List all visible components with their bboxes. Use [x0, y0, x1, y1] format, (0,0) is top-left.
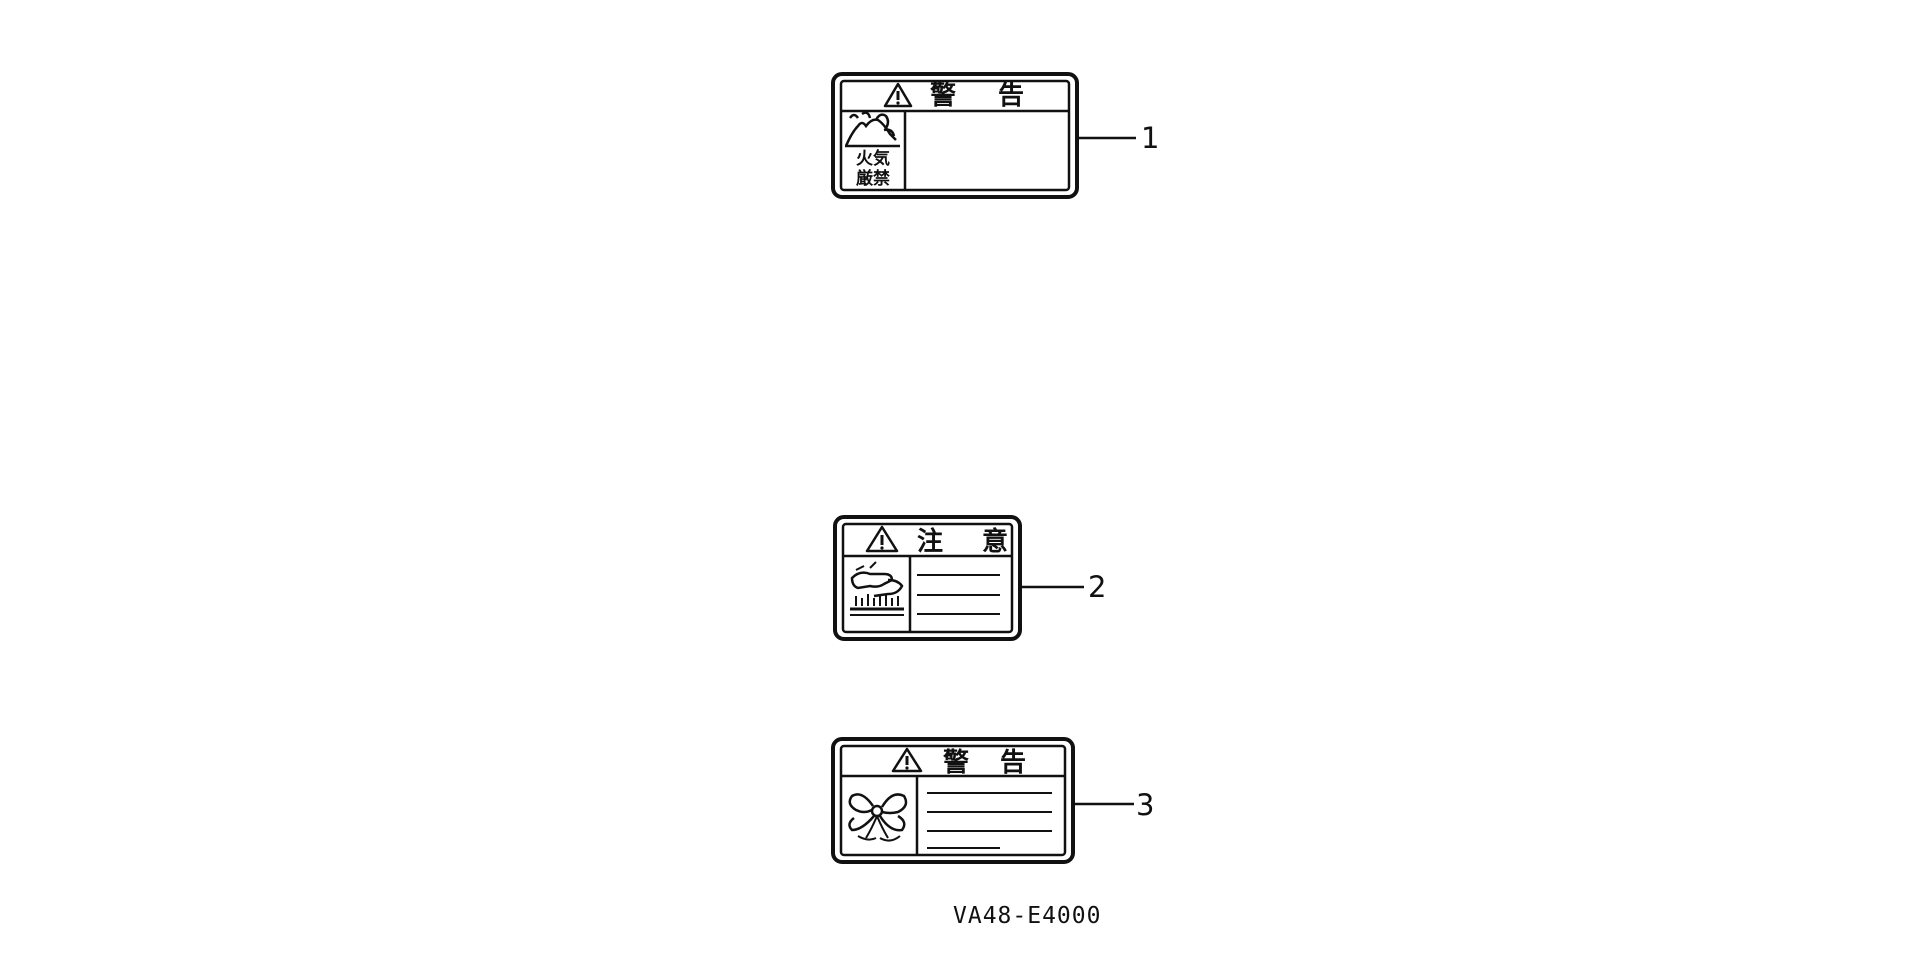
rotating-fan-icon — [848, 793, 908, 842]
label-1-icon-caption-line-1: 火気 — [856, 148, 890, 169]
callout-number-2[interactable]: 2 — [1088, 570, 1106, 604]
label-2-heading-char-1: 注 — [917, 526, 943, 557]
warning-triangle-icon — [891, 747, 923, 773]
callout-number-1[interactable]: 1 — [1141, 121, 1159, 155]
label-1-heading-char-1: 警 — [930, 80, 956, 111]
hot-surface-hand-icon — [850, 561, 904, 616]
warning-triangle-icon — [865, 525, 899, 553]
label-3-heading-char-1: 警 — [943, 747, 969, 778]
label-3-heading-char-2: 告 — [1000, 748, 1026, 778]
warning-label-1[interactable]: 警 告 火気 厳禁 1 — [831, 72, 1159, 199]
diagram-code: VA48-E4000 — [953, 903, 1101, 929]
caution-label-2[interactable]: 注 意 2 — [833, 515, 1106, 641]
label-1-heading-char-2: 告 — [998, 81, 1024, 111]
label-2-heading-char-2: 意 — [982, 526, 1008, 557]
warning-triangle-icon — [883, 82, 913, 108]
no-fire-icon — [844, 111, 900, 148]
label-3-text-lines — [927, 792, 1052, 849]
warning-label-3[interactable]: 警 告 3 — [831, 737, 1154, 864]
callout-number-3[interactable]: 3 — [1136, 788, 1154, 822]
label-2-text-lines — [917, 574, 1000, 615]
label-1-icon-caption-line-2: 厳禁 — [856, 168, 890, 189]
